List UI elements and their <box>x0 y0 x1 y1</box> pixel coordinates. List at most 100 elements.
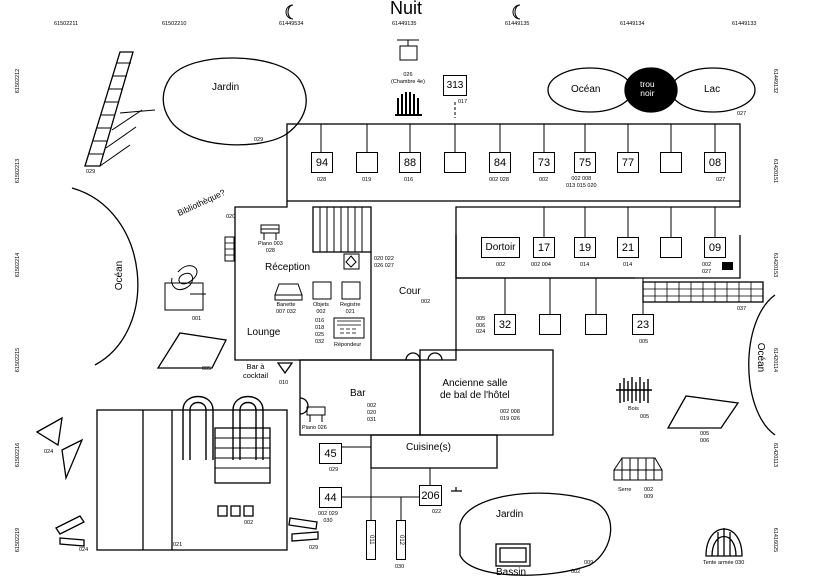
jardin-bottom-label: Jardin <box>496 509 524 520</box>
room-box[interactable]: Dortoir <box>481 237 520 258</box>
right-code: 61420153 <box>772 252 779 278</box>
bassin-label: Bassin <box>496 567 527 578</box>
room-box[interactable]: 84 <box>489 152 511 173</box>
wood-sticks <box>616 377 652 403</box>
lounge-label: Lounge <box>247 327 281 338</box>
objets-box <box>312 281 332 300</box>
lake-ellipse <box>670 67 756 113</box>
moon-icon-1 <box>285 4 294 20</box>
banette-label: Banette 007 032 <box>276 302 296 315</box>
pool-area <box>96 409 288 551</box>
room-code: 005 006 024 <box>476 316 486 335</box>
room-44[interactable]: 44 <box>319 487 342 508</box>
room-box[interactable]: 88 <box>399 152 421 173</box>
right-code: 61420151 <box>772 158 779 184</box>
cour-label: Cour <box>399 286 421 297</box>
room-box[interactable] <box>585 314 607 335</box>
room-313-code: 017 <box>458 99 468 105</box>
banette-icon <box>274 283 303 301</box>
right-code: 61420114 <box>772 347 779 373</box>
top-code: 61449534 <box>279 21 304 27</box>
tent-left-code: 005 <box>202 366 212 372</box>
piano-bar-label: Piano 026 <box>302 425 327 431</box>
bar-codes: 002 020 031 <box>367 403 377 423</box>
registre-label: Registre 021 <box>340 302 361 315</box>
room-011[interactable]: 011 <box>366 520 376 560</box>
organ-icon <box>395 92 422 116</box>
garden-bottom-shape <box>459 492 612 576</box>
room-box[interactable]: 09 <box>704 237 726 258</box>
pool-ladder-rails <box>182 395 264 460</box>
rooms-code: 030 <box>395 564 405 570</box>
room-012[interactable]: 012 <box>396 520 406 560</box>
top-code: 61502210 <box>162 21 187 27</box>
piano-top-label: Piano 003 028 <box>258 241 283 254</box>
army-tent <box>705 528 743 557</box>
kitchen <box>370 434 498 469</box>
jardin-top-label: Jardin <box>212 82 240 93</box>
top-code: 61449134 <box>620 21 645 27</box>
room-45[interactable]: 45 <box>319 443 342 464</box>
trou-noir-label: trou noir <box>640 79 655 98</box>
room-box[interactable]: 08 <box>704 152 726 173</box>
room-box[interactable]: 21 <box>617 237 639 258</box>
room-box[interactable]: 94 <box>311 152 333 173</box>
room-box[interactable]: 75 <box>574 152 596 173</box>
room-box[interactable] <box>660 237 682 258</box>
room-code: 002 004 <box>531 262 551 268</box>
cour-code: 002 <box>421 299 431 305</box>
room-code: 028 <box>317 177 327 183</box>
right-code: 61416025 <box>772 527 779 553</box>
room-206[interactable]: 206 <box>419 485 442 506</box>
bar-cocktail-code: 010 <box>279 380 289 386</box>
garden-top-shape <box>162 57 307 146</box>
top-code: 61449135 <box>505 21 530 27</box>
bar-cocktail-label: Bar à cocktail <box>243 362 269 380</box>
room-box[interactable] <box>660 152 682 173</box>
black-hole-ellipse <box>624 67 678 113</box>
room-box[interactable] <box>444 152 466 173</box>
left-triangle-code: 024 <box>44 449 54 455</box>
room-45-code: 029 <box>329 467 339 473</box>
ocean-right-label: Océan <box>755 342 767 373</box>
room-box[interactable]: 73 <box>533 152 555 173</box>
room-code: 027 <box>716 177 726 183</box>
bar-label: Bar <box>350 388 366 399</box>
room-box[interactable]: 17 <box>533 237 555 258</box>
ocean-left-arc <box>71 187 139 366</box>
moon-icon-2 <box>512 4 521 20</box>
room-206-code: 022 <box>432 509 442 515</box>
right-code: 61420113 <box>772 442 779 468</box>
bois-label: Bois <box>628 406 639 412</box>
basin <box>495 543 531 567</box>
tiled-wall-code: 037 <box>737 306 747 312</box>
spiral-sketch <box>171 265 198 291</box>
slab-right <box>288 517 319 542</box>
room-code: 014 <box>580 262 590 268</box>
spiral-code: 001 <box>192 316 202 322</box>
tent-right <box>666 395 740 429</box>
army-tent-label: Tente armée 030 <box>703 560 745 566</box>
room-box[interactable] <box>356 152 378 173</box>
room-box[interactable] <box>539 314 561 335</box>
slab-left <box>55 515 85 547</box>
ocean-top-label: Océan <box>571 84 601 95</box>
ballroom-codes: 002 008 019 026 <box>500 409 520 422</box>
registre-box <box>341 281 361 300</box>
left-slab-code: 024 <box>79 547 89 553</box>
room-box[interactable]: 19 <box>574 237 596 258</box>
stairs <box>312 206 372 253</box>
room-box[interactable]: 77 <box>617 152 639 173</box>
right-code: 61449132 <box>772 68 779 94</box>
lac-label: Lac <box>704 84 721 95</box>
lac-code: 027 <box>737 111 747 117</box>
greenhouse <box>613 457 663 481</box>
room-code: 002 <box>496 262 506 268</box>
room-313[interactable]: 313 <box>443 75 467 96</box>
room-box[interactable]: 23 <box>632 314 654 335</box>
ballroom-label: Ancienne salle de bal de l'hôtel <box>440 378 510 401</box>
jardin-bottom-code2: 009 <box>584 560 594 566</box>
room-box[interactable]: 32 <box>494 314 516 335</box>
reception-label: Réception <box>265 262 311 273</box>
